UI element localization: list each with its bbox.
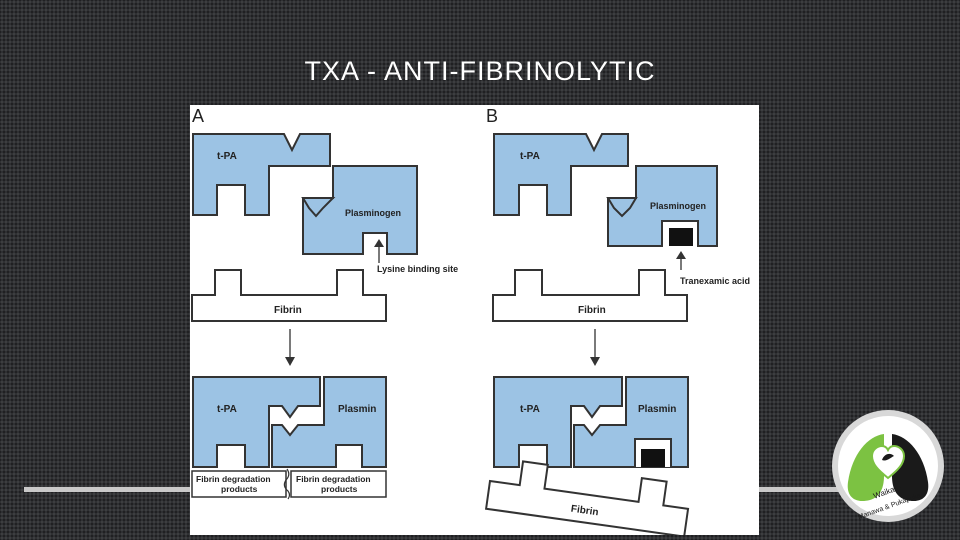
fdp-left-line1: Fibrin degradation — [196, 474, 271, 484]
txa-block-b — [669, 228, 693, 246]
plasminogen-label-a: Plasminogen — [345, 208, 401, 218]
plasmin-label-b: Plasmin — [638, 404, 676, 415]
tpa-label-b: t-PA — [520, 151, 540, 162]
arrow-txa-head-b — [676, 251, 686, 259]
fibrin-label-b: Fibrin — [578, 305, 606, 316]
panel-b-label: B — [486, 106, 498, 126]
plasmin-label-a: Plasmin — [338, 404, 376, 415]
fibrin-tilted-b: Fibrin — [486, 457, 691, 535]
tpa-bottom-label-a: t-PA — [217, 404, 237, 415]
mechanism-figure: A t-PA Plasminogen Lysine binding site F… — [190, 105, 759, 535]
fdp-left-line2: products — [221, 484, 258, 494]
lysine-label-a: Lysine binding site — [377, 264, 458, 274]
arrow-lysine-head-a — [374, 239, 384, 247]
fdp-right-line2: products — [321, 484, 358, 494]
down-arrow-head-a — [285, 357, 295, 366]
fdp-right-line1: Fibrin degradation — [296, 474, 371, 484]
slide-title: TXA - ANTI-FIBRINOLYTIC — [0, 56, 960, 87]
plasminogen-label-b: Plasminogen — [650, 201, 706, 211]
txa-label-b: Tranexamic acid — [680, 276, 750, 286]
tpa-bottom-label-b: t-PA — [520, 404, 540, 415]
organization-logo: Waikato Manawa & Pukapuka — [830, 404, 946, 528]
panel-a-label: A — [192, 106, 204, 126]
tpa-label-a: t-PA — [217, 151, 237, 162]
fibrin-tilted-shape-b — [486, 457, 691, 535]
txa-block-bottom-b — [641, 449, 665, 467]
divider-line-left — [24, 487, 194, 492]
fibrin-label-a: Fibrin — [274, 305, 302, 316]
divider-line-right — [757, 487, 840, 492]
down-arrow-head-b — [590, 357, 600, 366]
